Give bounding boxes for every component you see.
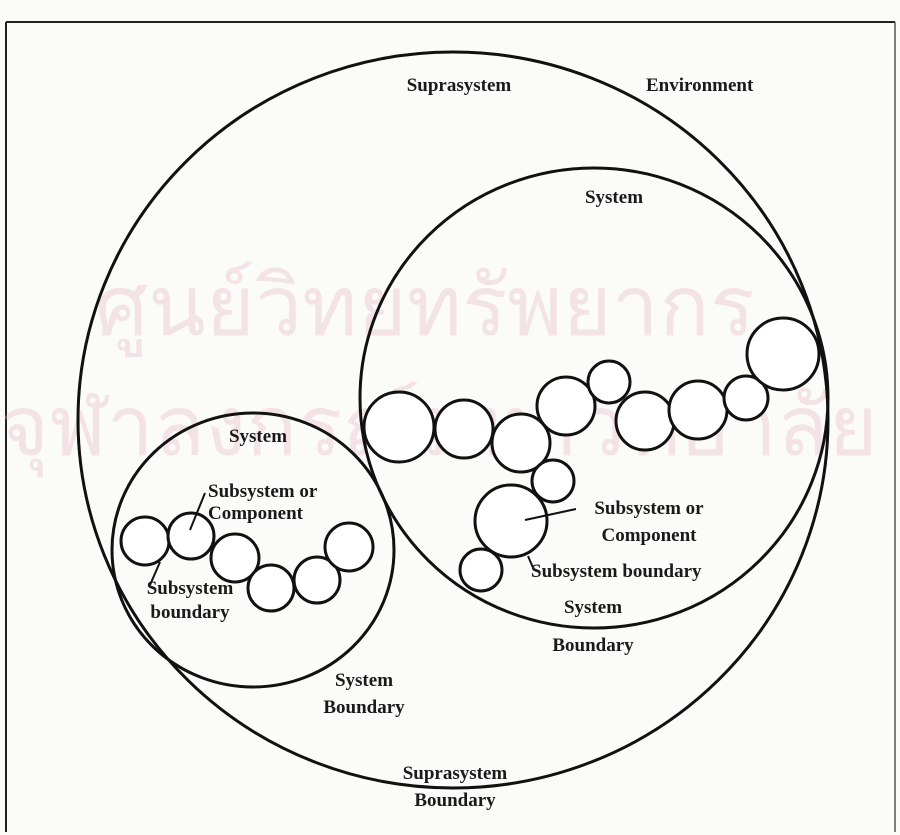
right-subsystem-circle: [586, 359, 632, 405]
left-subsystem-circle: [166, 511, 216, 561]
label-suprasystem-boundary-line: Boundary: [414, 790, 496, 811]
label-subsystem-boundary-left: Subsystem boundary: [147, 578, 234, 623]
leader-left-component: [189, 492, 206, 531]
right-subsystem-circle: [667, 379, 729, 441]
label-subsystem-boundary-left-line: Subsystem: [147, 578, 234, 599]
left-subsystem-circle: [323, 521, 375, 573]
right-subsystem-circle: [433, 398, 495, 460]
leader-right-boundary: [527, 555, 535, 571]
right-subsystem-circle: [458, 547, 504, 593]
label-subsystem-component-right-line: Subsystem or: [594, 498, 704, 519]
label-subsystem-component-left-line: Subsystem or: [208, 481, 318, 502]
right-subsystem-circle: [745, 316, 821, 392]
label-system-left: System: [229, 426, 287, 447]
right-subsystem-circle: [490, 412, 552, 474]
right-subsystem-circle: [362, 390, 436, 464]
label-subsystem-component-left-line: Component: [208, 503, 304, 524]
leader-right-component: [524, 508, 577, 521]
label-subsystem-component-right: Subsystem or Component: [594, 498, 704, 546]
system-left-boundary-circle: [110, 411, 396, 689]
label-system-boundary-right-line: System: [564, 597, 622, 618]
right-subsystem-circle: [530, 458, 576, 504]
right-subsystem-circle: [722, 374, 770, 422]
label-system-right: System: [585, 187, 643, 208]
left-subsystem-chain: [119, 511, 375, 613]
left-subsystem-circle: [209, 532, 261, 584]
label-suprasystem-boundary-line: Suprasystem: [403, 763, 508, 784]
right-subsystem-circle: [614, 390, 676, 452]
label-subsystem-boundary-right: Subsystem boundary: [531, 561, 702, 582]
right-subsystem-chain: [362, 316, 821, 593]
label-subsystem-boundary-left-line: boundary: [150, 602, 230, 623]
watermark-line-1: ศูนย์วิทยทรัพยากร: [95, 257, 755, 357]
leader-left-boundary: [149, 561, 161, 586]
right-subsystem-circle: [535, 375, 597, 437]
label-subsystem-component-right-line: Component: [601, 525, 697, 546]
system-right-boundary-circle: [358, 166, 830, 630]
label-system-boundary-left-line: Boundary: [323, 697, 405, 718]
label-environment: Environment: [646, 75, 754, 96]
left-subsystem-circle: [119, 515, 171, 567]
left-subsystem-circle: [292, 555, 342, 605]
right-subsystem-circle: [473, 483, 549, 559]
label-suprasystem: Suprasystem: [407, 75, 512, 96]
label-system-boundary-right-line: Boundary: [552, 635, 634, 656]
left-subsystem-circle: [246, 563, 296, 613]
label-system-boundary-left-line: System: [335, 670, 393, 691]
